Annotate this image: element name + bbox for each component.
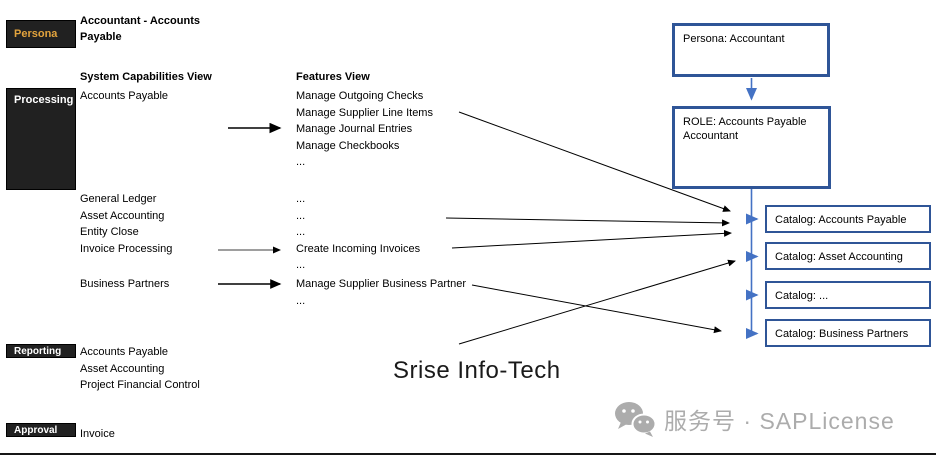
list-item: ... xyxy=(296,193,306,205)
features-header: Features View xyxy=(296,71,370,83)
processing-section-label: Processing xyxy=(6,88,76,190)
list-item: Accounts Payable xyxy=(80,346,169,358)
list-item: ... xyxy=(296,294,306,307)
list-item: Invoice xyxy=(80,428,115,440)
list-item: General Ledger xyxy=(80,193,157,205)
list-item: ... xyxy=(296,259,306,271)
features-group-3: Manage Supplier Business Partner... xyxy=(296,276,466,309)
wechat-icon xyxy=(615,402,657,437)
list-item: Business Partners xyxy=(80,278,170,290)
syscap-group-3: Business Partners xyxy=(80,276,169,293)
watermark: 服务号 · SAPLicense xyxy=(612,400,895,438)
reporting-section-label: Reporting xyxy=(6,344,76,358)
list-item: Manage Outgoing Checks xyxy=(296,90,424,102)
syscap-group-1: Accounts Payable xyxy=(80,88,168,105)
list-item: Asset Accounting xyxy=(80,362,165,375)
catalog-node-ellipsis: Catalog: ... xyxy=(765,281,931,309)
bottom-divider xyxy=(0,453,936,455)
features-group-2: ......... Create Incoming Invoices... xyxy=(296,191,420,274)
persona-section-label: Persona xyxy=(6,20,76,48)
arrow-ellipsis-to-catalog xyxy=(445,217,730,227)
list-item: ... xyxy=(296,226,306,238)
persona-node: Persona: Accountant xyxy=(672,23,830,77)
list-item: Accounts Payable xyxy=(80,90,169,102)
list-item: Manage Journal Entries xyxy=(296,123,413,135)
list-item: Asset Accounting xyxy=(80,209,165,222)
catalog-node-accounts-payable: Catalog: Accounts Payable xyxy=(765,205,931,233)
list-item: Manage Supplier Business Partner xyxy=(296,278,466,290)
list-item: ... xyxy=(296,209,306,222)
arrow-create-incoming-invoices-to-catalog xyxy=(451,229,732,249)
arrow-reporting-to-catalog xyxy=(458,259,736,345)
catalog-node-asset-accounting: Catalog: Asset Accounting xyxy=(765,242,931,270)
list-item: Project Financial Control xyxy=(80,379,200,391)
brand-text: Srise Info-Tech xyxy=(393,357,561,384)
list-item: Create Incoming Invoices xyxy=(296,242,421,255)
list-item: Invoice Processing xyxy=(80,242,173,255)
watermark-text: 服务号 · SAPLicense xyxy=(664,408,895,434)
persona-title: Accountant - Accounts Payable xyxy=(80,15,200,43)
list-item: Manage Supplier Line Items xyxy=(296,106,433,119)
list-item: ... xyxy=(296,156,306,168)
system-capabilities-header: System Capabilities View xyxy=(80,71,212,83)
role-node: ROLE: Accounts Payable Accountant xyxy=(672,106,831,189)
list-item: Manage Checkbooks xyxy=(296,139,400,152)
list-item: Entity Close xyxy=(80,226,139,238)
approval-section-label: Approval xyxy=(6,423,76,437)
catalog-node-business-partners: Catalog: Business Partners xyxy=(765,319,931,347)
approval-items: Invoice xyxy=(80,426,115,443)
arrow-supplier-business-partner-to-catalog xyxy=(471,284,722,334)
